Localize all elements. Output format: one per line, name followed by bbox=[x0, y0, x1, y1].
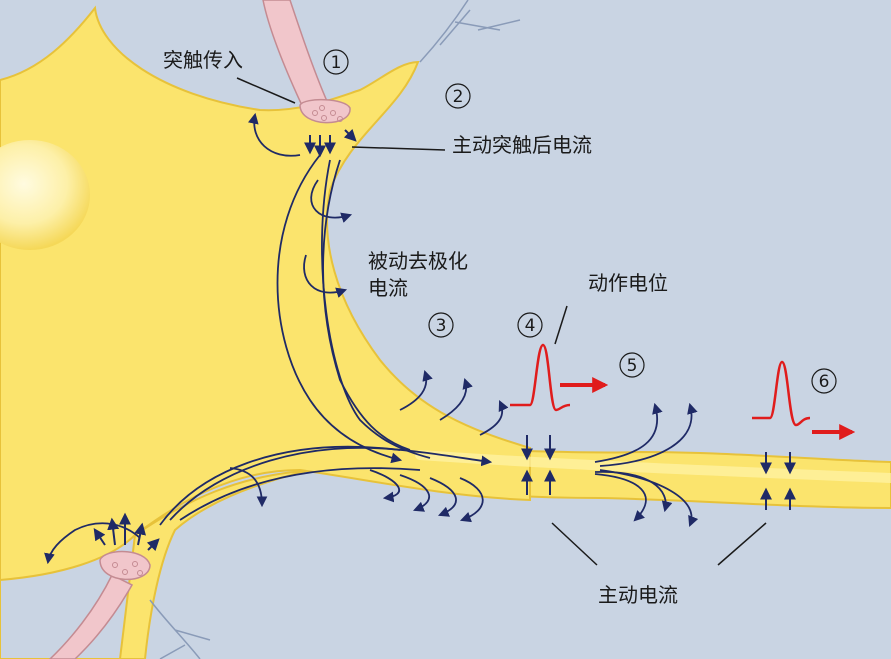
synaptic-current-arrows-bottom bbox=[93, 512, 160, 552]
label-synaptic-input: 突触传入 bbox=[163, 48, 243, 72]
svg-text:4: 4 bbox=[525, 316, 536, 336]
step-marker-5: 5 bbox=[619, 352, 645, 378]
label-passive-depolarization-line1: 被动去极化 bbox=[368, 249, 468, 273]
synaptic-terminal-top bbox=[299, 99, 351, 124]
action-potential-trace-2 bbox=[752, 360, 811, 427]
passive-current-lines bbox=[159, 154, 493, 526]
svg-text:3: 3 bbox=[436, 316, 447, 336]
cell-nucleus bbox=[0, 140, 90, 250]
dendrite-branch bbox=[419, 0, 521, 63]
membrane-current-arrows-site4 bbox=[521, 435, 556, 495]
leader-lines bbox=[236, 77, 767, 566]
label-active-current: 主动电流 bbox=[598, 583, 678, 607]
outward-current-loops-soma bbox=[44, 112, 353, 565]
action-potential-trace-1 bbox=[510, 343, 571, 412]
step-marker-1: 1 bbox=[323, 49, 349, 75]
svg-text:2: 2 bbox=[453, 87, 464, 107]
label-passive-depolarization-line2: 电流 bbox=[368, 276, 408, 300]
step-marker-4: 4 bbox=[517, 312, 543, 338]
label-active-postsynaptic-current: 主动突触后电流 bbox=[452, 133, 592, 157]
step-marker-2: 2 bbox=[445, 83, 471, 109]
svg-text:6: 6 bbox=[819, 372, 830, 392]
dendrite-branch-bottom bbox=[149, 599, 211, 659]
synaptic-current-arrows-top bbox=[304, 128, 357, 158]
label-action-potential: 动作电位 bbox=[588, 271, 668, 295]
synaptic-vesicles-bottom bbox=[112, 561, 143, 576]
local-circuit-currents bbox=[594, 402, 699, 528]
step-marker-6: 6 bbox=[811, 368, 837, 394]
outward-current-loops-hillock bbox=[369, 369, 509, 523]
neuron-soma bbox=[0, 5, 531, 582]
step-marker-3: 3 bbox=[428, 312, 454, 338]
svg-text:1: 1 bbox=[331, 53, 342, 73]
svg-text:5: 5 bbox=[627, 356, 638, 376]
synaptic-vesicles-top bbox=[312, 105, 343, 122]
membrane-current-arrows-site6 bbox=[760, 452, 796, 510]
